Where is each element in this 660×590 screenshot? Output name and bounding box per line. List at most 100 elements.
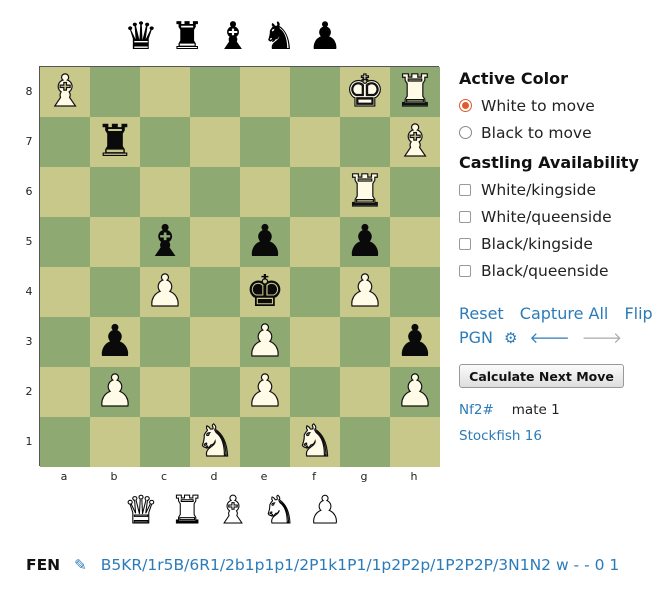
black-rook-icon[interactable]: ♜: [95, 116, 135, 167]
square-c5[interactable]: ♝: [140, 217, 190, 267]
square-c6[interactable]: [140, 167, 190, 217]
square-g1[interactable]: [340, 417, 390, 467]
square-b4[interactable]: [90, 267, 140, 317]
square-f2[interactable]: [290, 367, 340, 417]
palette-black-knight[interactable]: ♞: [261, 14, 297, 58]
square-d1[interactable]: ♞: [190, 417, 240, 467]
square-e3[interactable]: ♟: [240, 317, 290, 367]
square-e7[interactable]: [240, 117, 290, 167]
palette-black-pawn[interactable]: ♟: [307, 14, 343, 58]
white-bishop-icon[interactable]: ♝: [45, 66, 86, 117]
settings-gear-icon[interactable]: ⚙: [504, 329, 518, 347]
square-g2[interactable]: [340, 367, 390, 417]
square-f6[interactable]: [290, 167, 340, 217]
square-e8[interactable]: [240, 67, 290, 117]
square-c3[interactable]: [140, 317, 190, 367]
square-e5[interactable]: ♟: [240, 217, 290, 267]
best-move-link[interactable]: Nf2#: [459, 402, 494, 418]
square-h4[interactable]: [390, 267, 440, 317]
black-king-icon[interactable]: ♚: [245, 266, 285, 317]
white-to-move-option[interactable]: White to move: [459, 92, 654, 119]
square-g8[interactable]: ♚: [340, 67, 390, 117]
white-rook-icon[interactable]: ♜: [395, 66, 436, 117]
undo-arrow-left-icon[interactable]: 🡐: [529, 329, 570, 347]
square-a8[interactable]: ♝: [40, 67, 90, 117]
square-d6[interactable]: [190, 167, 240, 217]
square-a2[interactable]: [40, 367, 90, 417]
square-a6[interactable]: [40, 167, 90, 217]
fen-string[interactable]: B5KR/1r5B/6R1/2b1p1p1/2P1k1P1/1p2P2p/1P2…: [100, 556, 620, 574]
square-g4[interactable]: ♟: [340, 267, 390, 317]
square-b3[interactable]: ♟: [90, 317, 140, 367]
square-c7[interactable]: [140, 117, 190, 167]
square-h1[interactable]: [390, 417, 440, 467]
white-knight-icon[interactable]: ♞: [295, 416, 336, 467]
palette-white-knight[interactable]: ♞: [261, 488, 297, 532]
square-b8[interactable]: [90, 67, 140, 117]
reset-link[interactable]: Reset: [459, 304, 504, 323]
square-f4[interactable]: [290, 267, 340, 317]
square-e1[interactable]: [240, 417, 290, 467]
square-a1[interactable]: [40, 417, 90, 467]
white-pawn-icon[interactable]: ♟: [395, 366, 436, 417]
castling-white-kingside-checkbox[interactable]: [459, 183, 471, 196]
square-a4[interactable]: [40, 267, 90, 317]
square-b1[interactable]: [90, 417, 140, 467]
white-pawn-icon[interactable]: ♟: [145, 266, 186, 317]
black-to-move-radio[interactable]: [459, 126, 472, 139]
white-king-icon[interactable]: ♚: [345, 66, 386, 117]
black-pawn-icon[interactable]: ♟: [395, 316, 435, 367]
palette-white-queen[interactable]: ♛: [123, 488, 159, 532]
square-f7[interactable]: [290, 117, 340, 167]
white-rook-icon[interactable]: ♜: [345, 166, 386, 217]
white-pawn-icon[interactable]: ♟: [245, 316, 286, 367]
square-h7[interactable]: ♝: [390, 117, 440, 167]
square-b2[interactable]: ♟: [90, 367, 140, 417]
square-d3[interactable]: [190, 317, 240, 367]
castling-black-queenside[interactable]: Black/queenside: [459, 257, 654, 284]
square-c1[interactable]: [140, 417, 190, 467]
square-b7[interactable]: ♜: [90, 117, 140, 167]
square-d5[interactable]: [190, 217, 240, 267]
redo-arrow-right-icon[interactable]: 🡒: [581, 329, 622, 347]
square-d8[interactable]: [190, 67, 240, 117]
palette-black-queen[interactable]: ♛: [123, 14, 159, 58]
square-c2[interactable]: [140, 367, 190, 417]
palette-white-pawn[interactable]: ♟: [307, 488, 343, 532]
square-b6[interactable]: [90, 167, 140, 217]
square-d7[interactable]: [190, 117, 240, 167]
square-h5[interactable]: [390, 217, 440, 267]
castling-white-queenside-checkbox[interactable]: [459, 210, 471, 223]
square-g3[interactable]: [340, 317, 390, 367]
square-c4[interactable]: ♟: [140, 267, 190, 317]
square-d2[interactable]: [190, 367, 240, 417]
square-e2[interactable]: ♟: [240, 367, 290, 417]
palette-black-rook[interactable]: ♜: [169, 14, 205, 58]
square-h6[interactable]: [390, 167, 440, 217]
square-h2[interactable]: ♟: [390, 367, 440, 417]
edit-fen-icon[interactable]: ✎: [74, 556, 87, 574]
square-d4[interactable]: [190, 267, 240, 317]
castling-white-queenside[interactable]: White/queenside: [459, 203, 654, 230]
castling-black-queenside-checkbox[interactable]: [459, 264, 471, 277]
calculate-next-move-button[interactable]: Calculate Next Move: [459, 364, 624, 388]
palette-black-bishop[interactable]: ♝: [215, 14, 251, 58]
square-g6[interactable]: ♜: [340, 167, 390, 217]
square-g5[interactable]: ♟: [340, 217, 390, 267]
square-c8[interactable]: [140, 67, 190, 117]
white-pawn-icon[interactable]: ♟: [345, 266, 386, 317]
square-a3[interactable]: [40, 317, 90, 367]
square-a7[interactable]: [40, 117, 90, 167]
square-h3[interactable]: ♟: [390, 317, 440, 367]
white-pawn-icon[interactable]: ♟: [95, 366, 136, 417]
flip-link[interactable]: Flip: [624, 304, 653, 323]
square-e6[interactable]: [240, 167, 290, 217]
square-f3[interactable]: [290, 317, 340, 367]
castling-white-kingside[interactable]: White/kingside: [459, 176, 654, 203]
black-pawn-icon[interactable]: ♟: [345, 216, 385, 267]
square-g7[interactable]: [340, 117, 390, 167]
black-to-move-option[interactable]: Black to move: [459, 119, 654, 146]
black-bishop-icon[interactable]: ♝: [145, 216, 185, 267]
square-f8[interactable]: [290, 67, 340, 117]
engine-name[interactable]: Stockfish 16: [459, 428, 542, 444]
